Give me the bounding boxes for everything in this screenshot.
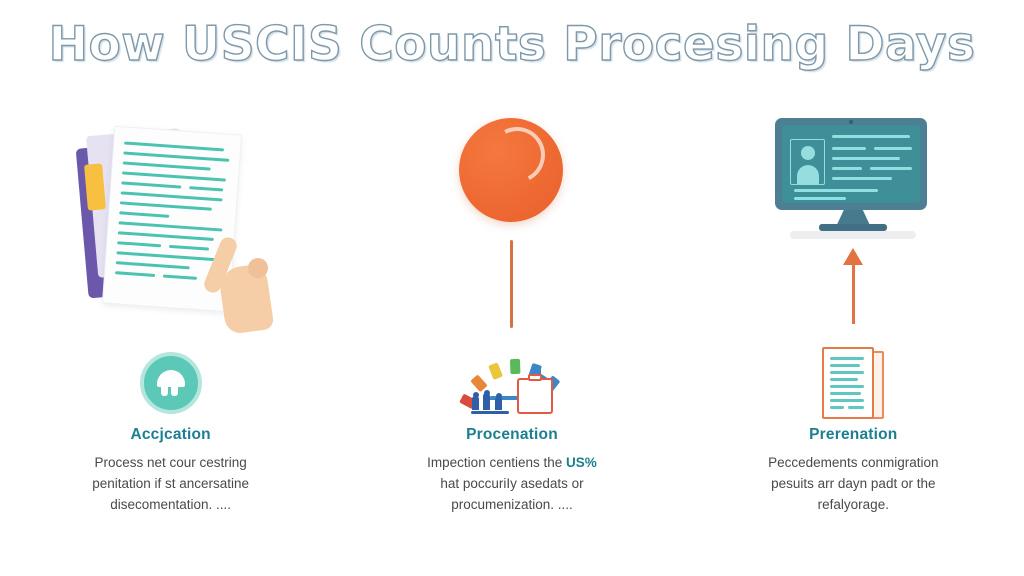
people-group-icon — [470, 390, 509, 414]
columns-container: Accjcation Process net cour cestring pen… — [0, 100, 1024, 560]
pointing-hand-icon — [201, 232, 275, 336]
section-icon-slot-1 — [139, 340, 202, 426]
desktop-monitor-with-profile-illustration — [763, 110, 943, 330]
page-title: How USCIS Counts Procesing Days — [48, 16, 976, 72]
body-line: Impection centiens the — [427, 455, 567, 470]
section-body-3: Peccedements conmigration pesuits arr da… — [728, 453, 978, 516]
body-line: pesuits arr dayn padt or the — [771, 475, 936, 491]
orange-sphere-with-stem-illustration — [432, 118, 592, 338]
text-block-2: Procenation Impection centiens the US% h… — [341, 426, 682, 516]
body-line: procumenization. .... — [451, 496, 573, 512]
orange-sphere-icon — [458, 118, 563, 222]
body-line: penitation if st ancersatine — [92, 475, 250, 491]
body-line: Peccedements conmigration — [768, 455, 939, 470]
monitor-stand-base — [819, 224, 888, 231]
body-line: hat poccuriIy asedats or — [440, 475, 584, 491]
section-heading-1: Accjcation — [130, 426, 211, 443]
sphere-stem-line — [509, 240, 513, 328]
title-container: How USCIS Counts Procesing Days — [0, 16, 1024, 75]
stacked-documents-icon — [822, 347, 885, 419]
body-line: refalyorage. — [817, 496, 889, 512]
section-heading-2: Procenation — [466, 426, 558, 443]
column-3: Prerenation Peccedements conmigration pe… — [683, 100, 1024, 560]
teal-circle-badge-icon — [139, 352, 202, 414]
monitor-bezel — [775, 118, 928, 210]
column-1: Accjcation Process net cour cestring pen… — [0, 100, 341, 560]
webcam-icon — [849, 120, 854, 124]
text-block-3: Prerenation Peccedements conmigration pe… — [683, 426, 1024, 516]
clip-tab-yellow-icon — [83, 163, 106, 211]
text-block-1: Accjcation Process net cour cestring pen… — [0, 426, 341, 516]
clipboard-small-icon — [516, 374, 553, 414]
section-body-1: Process net cour cestring penitation if … — [46, 453, 296, 516]
body-highlight: US% — [566, 455, 597, 470]
gauge-meter-icon — [459, 352, 561, 414]
column-2: Procenation Impection centiens the US% h… — [341, 100, 682, 560]
hero-art-1 — [0, 100, 341, 340]
body-line: disecomentation. .... — [110, 496, 232, 512]
document-with-pointing-hand-illustration — [75, 125, 275, 336]
upward-arrow — [843, 248, 864, 324]
profile-photo-placeholder-icon — [790, 139, 826, 185]
monitor-stand-neck — [836, 210, 871, 226]
badge-glyph-shape — [156, 370, 185, 396]
hero-art-3 — [683, 100, 1024, 340]
section-icon-slot-2 — [459, 340, 561, 426]
hero-art-2 — [341, 100, 682, 340]
section-body-2: Impection centiens the US% hat poccuriIy… — [387, 453, 637, 516]
section-icon-slot-3 — [822, 340, 885, 426]
monitor-screen — [782, 125, 921, 203]
document-front-sheet — [822, 347, 875, 419]
monitor-shadow — [790, 231, 917, 239]
section-heading-3: Prerenation — [809, 426, 898, 443]
body-line: Process net cour cestring — [94, 455, 247, 470]
